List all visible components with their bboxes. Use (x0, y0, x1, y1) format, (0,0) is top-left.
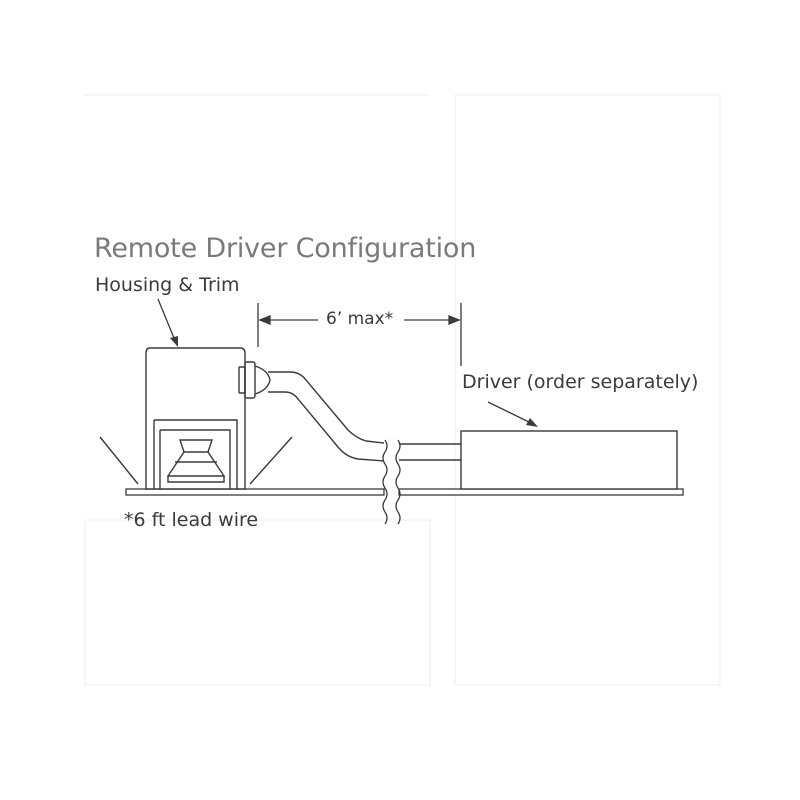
driver-label: Driver (order separately) (462, 371, 699, 393)
housing-label: Housing & Trim (95, 274, 240, 296)
dimension-line (257, 303, 462, 366)
lead-wire (268, 371, 461, 462)
leader-arrows (157, 298, 538, 427)
diagram-title: Remote Driver Configuration (94, 233, 477, 264)
lead-wire-note: *6 ft lead wire (124, 509, 259, 531)
driver-box (460, 430, 678, 490)
dimension-label: 6’ max* (326, 309, 394, 329)
break-symbol (382, 439, 401, 525)
ceiling-surface (125, 488, 684, 496)
housing-and-trim (99, 347, 293, 490)
background-ghost-pattern (84, 94, 721, 686)
